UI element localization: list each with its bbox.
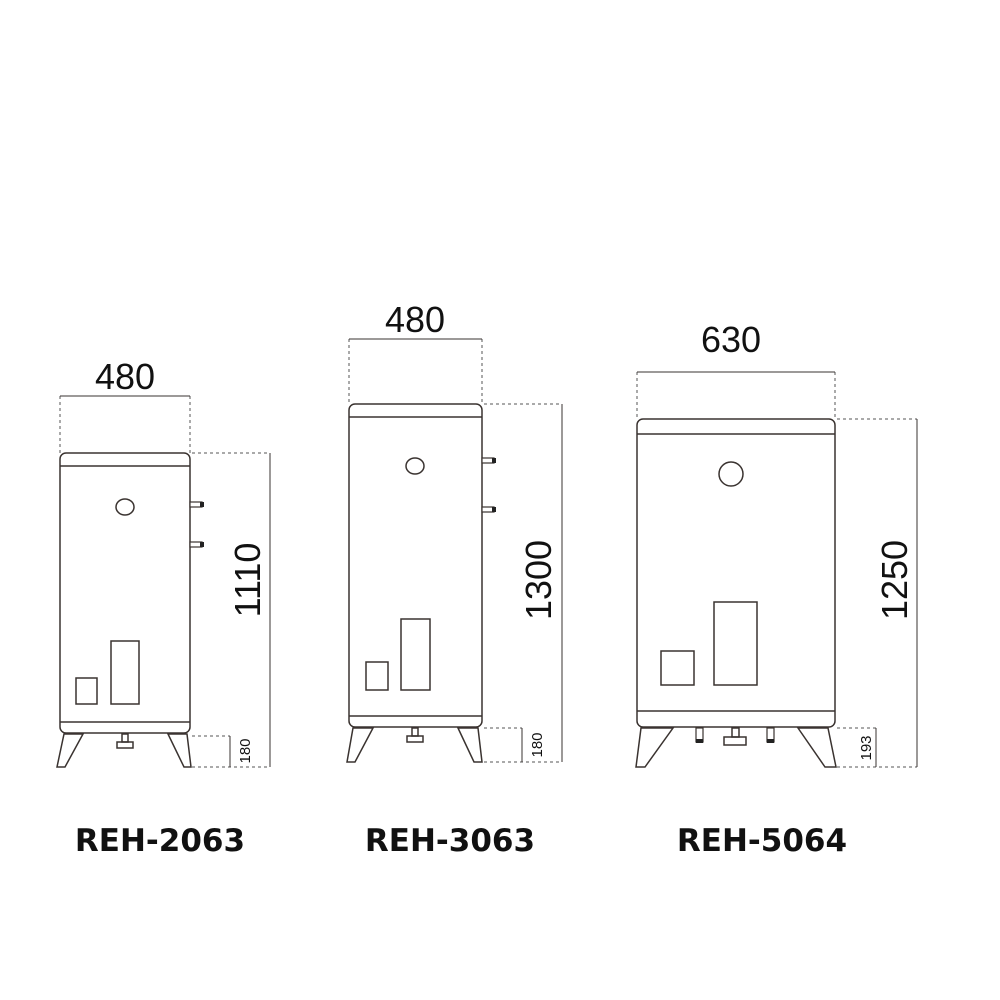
gauge-icon [405,457,425,475]
gauge-icon [115,498,135,516]
height-label: 1300 [518,540,559,620]
leg-height-label: 180 [529,732,546,757]
unit-reh-2063: 480 1110 180 REH-2063 [56,356,271,859]
width-dimension: 630 [636,319,836,419]
unit-reh-5064: 630 1250 193 REH-5064 [635,319,918,859]
height-dimension: 1300 [484,403,563,763]
leg-height-dimension: 193 [837,727,877,767]
leg-left [635,727,675,768]
control-panel-small [365,661,389,691]
leg-height-dimension: 180 [192,735,254,767]
width-label: 480 [95,356,155,397]
height-label: 1250 [874,540,915,620]
bottom-pipes [695,727,775,743]
side-pipes [189,501,204,548]
drain-valve [723,727,747,746]
height-dimension: 1110 [192,452,271,768]
drain-valve [116,733,134,749]
width-label: 630 [701,319,761,360]
control-panel-small [75,677,98,705]
model-label: REH-3063 [365,823,535,859]
height-label: 1110 [227,543,268,618]
gauge-icon [718,461,744,487]
leg-right [166,733,192,768]
side-pipes [481,457,496,513]
leg-right [796,727,837,768]
control-panel-tall [713,601,758,686]
leg-height-label: 193 [858,735,875,760]
width-dimension: 480 [348,299,483,404]
leg-left [346,727,375,763]
control-panel-small [660,650,695,686]
unit-reh-3063: 480 1300 180 REH-3063 [346,299,563,859]
control-panel-tall [110,640,140,705]
leg-right [456,727,483,763]
width-label: 480 [385,299,445,340]
leg-left [56,733,85,768]
leg-height-dimension: 180 [484,727,546,762]
model-label: REH-2063 [75,823,245,859]
control-panel-tall [400,618,431,691]
drain-valve [406,727,424,743]
tank-body [636,418,836,728]
tank-body [348,403,483,728]
tank-body [59,452,191,734]
model-label: REH-5064 [677,823,847,859]
leg-height-label: 180 [237,738,254,763]
width-dimension: 480 [59,356,191,453]
height-dimension: 1250 [837,418,918,768]
